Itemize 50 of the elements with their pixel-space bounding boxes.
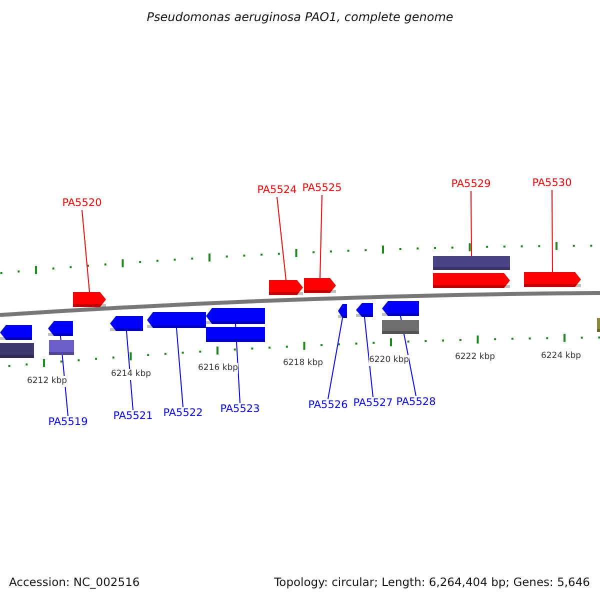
gene-feature — [48, 321, 73, 336]
leader-line — [364, 316, 374, 398]
gene-label: PA5526 — [308, 399, 348, 412]
leader-line — [276, 196, 286, 280]
gene-feature — [304, 278, 336, 293]
gene-feature — [206, 327, 265, 342]
gene-feature — [269, 280, 303, 295]
scale-label: 6218 kbp — [282, 358, 324, 369]
gene-feature — [49, 340, 74, 355]
genome-info-text: Topology: circular; Length: 6,264,404 bp; Genes: 5,646 — [274, 575, 590, 589]
gene-feature — [338, 304, 347, 318]
gene-label: PA5528 — [396, 396, 436, 409]
gene-feature — [206, 308, 265, 324]
scale-label: 6214 kbp — [110, 369, 152, 380]
gene-label: PA5527 — [353, 397, 393, 410]
gene-feature — [382, 320, 419, 334]
scale-label: 6216 kbp — [198, 363, 238, 374]
gene-label: PA5525 — [302, 182, 342, 195]
gene-feature — [433, 273, 510, 288]
gene-feature — [0, 325, 32, 340]
leader-line — [328, 318, 343, 400]
leader-line — [470, 190, 472, 256]
gene-label: PA5519 — [48, 416, 88, 429]
accession-text: Accession: NC_002516 — [9, 575, 140, 589]
gene-feature — [73, 292, 106, 307]
scale-label: 6224 kbp — [540, 351, 582, 362]
leader-line — [176, 328, 184, 408]
gene-feature — [110, 316, 143, 331]
title: Pseudomonas aeruginosa PAO1, complete genome — [146, 10, 454, 24]
leader-line — [320, 194, 322, 278]
gene-label: PA5524 — [257, 184, 297, 197]
gene-feature — [382, 301, 419, 316]
gene-label: PA5522 — [163, 407, 203, 420]
gene-label: PA5530 — [532, 177, 572, 190]
gene-feature — [147, 312, 206, 328]
gene-label: PA5520 — [62, 197, 102, 210]
scale-label: 6220 kbp — [368, 355, 410, 366]
gene-feature — [356, 303, 373, 317]
gene-label: PA5523 — [220, 403, 260, 416]
gene-label: PA5529 — [451, 178, 491, 191]
gene-feature — [0, 343, 34, 358]
leader-line — [82, 210, 90, 292]
leader-line — [552, 190, 553, 272]
scale-label: 6222 kbp — [454, 352, 496, 363]
gene-feature — [524, 272, 581, 287]
gene-label: PA5521 — [113, 410, 153, 423]
leader-line — [126, 330, 134, 410]
scale-label: 6212 kbp — [26, 376, 68, 387]
gene-feature — [433, 256, 510, 270]
gene-feature — [597, 318, 600, 332]
